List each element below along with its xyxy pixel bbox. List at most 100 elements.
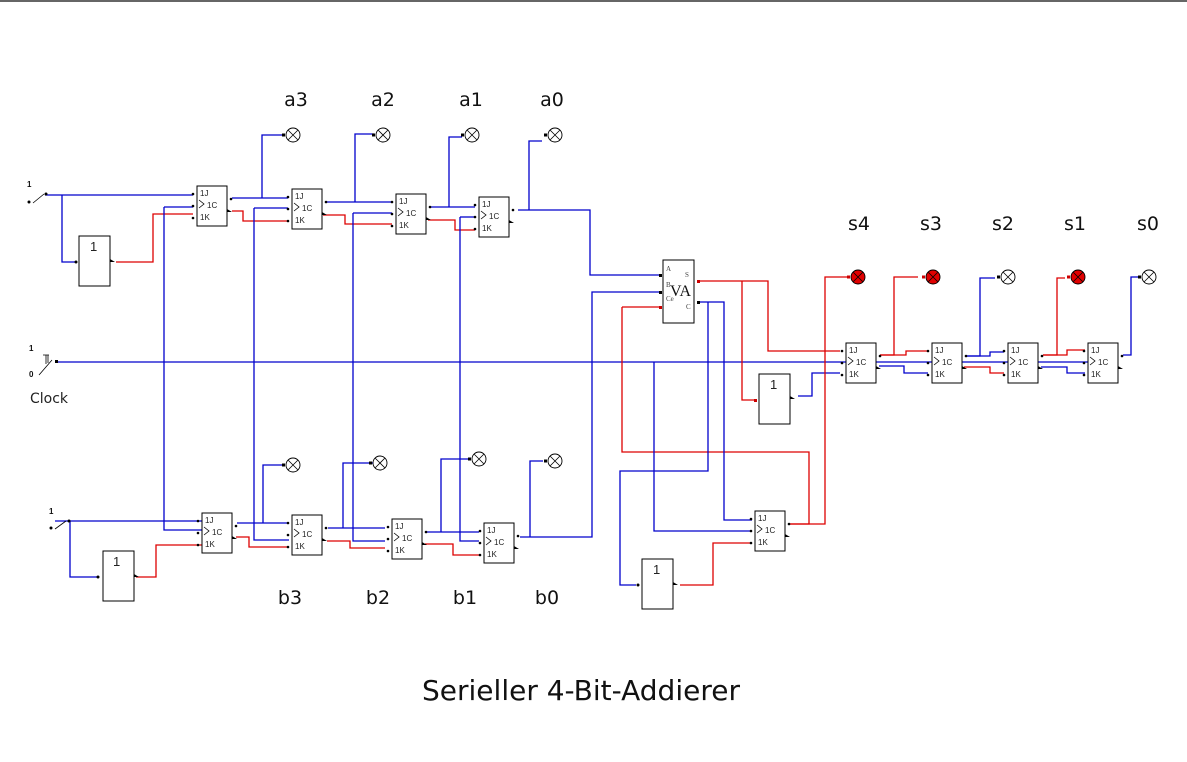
pin-c-label: 1C — [402, 534, 412, 543]
lamp-b3 — [282, 457, 301, 473]
wire-switch-a-inv — [61, 195, 76, 263]
pin-c-label: 1C — [302, 530, 312, 539]
diagram-title: Serieller 4-Bit-Addierer — [422, 674, 740, 707]
pin-k-label: 1K — [295, 216, 305, 225]
ff-carry: 1J 1C 1K — [749, 510, 791, 552]
clock-high-label: 1 — [29, 344, 34, 353]
label-b0: b0 — [535, 587, 559, 609]
svg-text:1: 1 — [113, 554, 120, 569]
label-a3: a3 — [284, 89, 308, 111]
lamp-a0 — [544, 127, 563, 143]
label-a2: a2 — [371, 89, 395, 111]
pin-k-label: 1K — [935, 370, 945, 379]
svg-text:1: 1 — [90, 239, 97, 254]
lamp-s0 — [1138, 269, 1157, 285]
lamp-s3 — [922, 269, 941, 285]
pin-k-label: 1K — [1091, 370, 1101, 379]
ff-a-0: 1J 1C 1K — [473, 196, 515, 238]
svg-text:B: B — [666, 281, 671, 289]
ff-a-3: 1J 1C 1K — [191, 185, 233, 227]
svg-text:A: A — [666, 265, 671, 273]
switch-a[interactable]: 1 — [27, 180, 48, 204]
pin-j-label: 1J — [295, 192, 303, 201]
ff-b-3: 1J 1C 1K — [196, 512, 238, 554]
label-b3: b3 — [278, 587, 302, 609]
pin-c-label: 1C — [765, 526, 775, 535]
pin-c-label: 1C — [207, 201, 217, 210]
full-adder: A B Ce S C VA — [659, 259, 700, 324]
switch-b[interactable]: 1 — [49, 507, 71, 530]
pin-c-label: 1C — [302, 204, 312, 213]
pin-c-label: 1C — [1098, 358, 1108, 367]
label-s0: s0 — [1137, 213, 1159, 235]
clock-low-label: 0 — [29, 370, 34, 379]
wires — [45, 133, 1138, 586]
inverter-sum: 1 — [754, 373, 795, 425]
switch-b-high-label: 1 — [49, 507, 54, 516]
pin-k-label: 1K — [487, 550, 497, 559]
window-top-border — [0, 0, 1187, 2]
pin-c-label: 1C — [494, 538, 504, 547]
pin-k-label: 1K — [205, 540, 215, 549]
pin-j-label: 1J — [482, 200, 490, 209]
label-b1: b1 — [453, 587, 477, 609]
lamp-s4 — [847, 269, 866, 285]
pin-j-label: 1J — [295, 518, 303, 527]
pin-j-label: 1J — [205, 516, 213, 525]
pin-c-label: 1C — [1018, 358, 1028, 367]
ff-a-2: 1J 1C 1K — [286, 188, 328, 230]
pin-j-label: 1J — [849, 346, 857, 355]
lamp-b2 — [369, 455, 388, 471]
label-a1: a1 — [459, 89, 483, 111]
inverter-b: 1 — [96, 550, 139, 602]
wire-inv-a-k — [116, 213, 193, 263]
ff-a-1: 1J 1C 1K — [390, 193, 432, 235]
lamp-b1 — [468, 451, 487, 467]
pin-j-label: 1J — [395, 522, 403, 531]
pin-c-label: 1C — [406, 209, 416, 218]
pin-k-label: 1K — [395, 546, 405, 555]
svg-text:VA: VA — [670, 283, 691, 300]
ff-b-2: 1J 1C 1K — [286, 514, 328, 556]
label-s1: s1 — [1064, 213, 1086, 235]
pin-c-label: 1C — [489, 212, 499, 221]
pin-j-label: 1J — [1091, 346, 1099, 355]
svg-text:S: S — [685, 271, 689, 279]
switch-a-high-label: 1 — [27, 180, 32, 189]
ff-s-1: 1J 1C 1K — [1082, 342, 1124, 384]
svg-text:1: 1 — [653, 562, 660, 577]
pin-k-label: 1K — [200, 213, 210, 222]
lamp-a1 — [461, 127, 480, 143]
inverter-a: 1 — [74, 235, 115, 287]
pin-k-label: 1K — [399, 221, 409, 230]
pin-k-label: 1K — [1011, 370, 1021, 379]
lamp-s2 — [997, 269, 1016, 285]
label-s2: s2 — [992, 213, 1014, 235]
pin-j-label: 1J — [758, 514, 766, 523]
clock-label: Clock — [30, 391, 69, 407]
label-a0: a0 — [540, 89, 564, 111]
pin-j-label: 1J — [200, 189, 208, 198]
lamp-s1 — [1067, 269, 1086, 285]
clock-switch[interactable]: 1 0 — [29, 344, 58, 379]
pin-c-label: 1C — [856, 358, 866, 367]
pin-k-label: 1K — [295, 542, 305, 551]
clock-pulse-icon — [38, 354, 53, 376]
svg-text:C: C — [686, 303, 691, 311]
pin-c-label: 1C — [212, 528, 222, 537]
ff-b-1: 1J 1C 1K — [386, 518, 428, 560]
pin-k-label: 1K — [758, 538, 768, 547]
svg-text:Ce: Ce — [666, 295, 674, 303]
pin-j-label: 1J — [1011, 346, 1019, 355]
pin-k-label: 1K — [482, 224, 492, 233]
lamp-b0 — [544, 453, 563, 469]
label-b2: b2 — [366, 587, 390, 609]
pin-c-label: 1C — [942, 358, 952, 367]
svg-text:1: 1 — [770, 377, 777, 392]
pin-j-label: 1J — [399, 197, 407, 206]
label-s4: s4 — [848, 213, 870, 235]
